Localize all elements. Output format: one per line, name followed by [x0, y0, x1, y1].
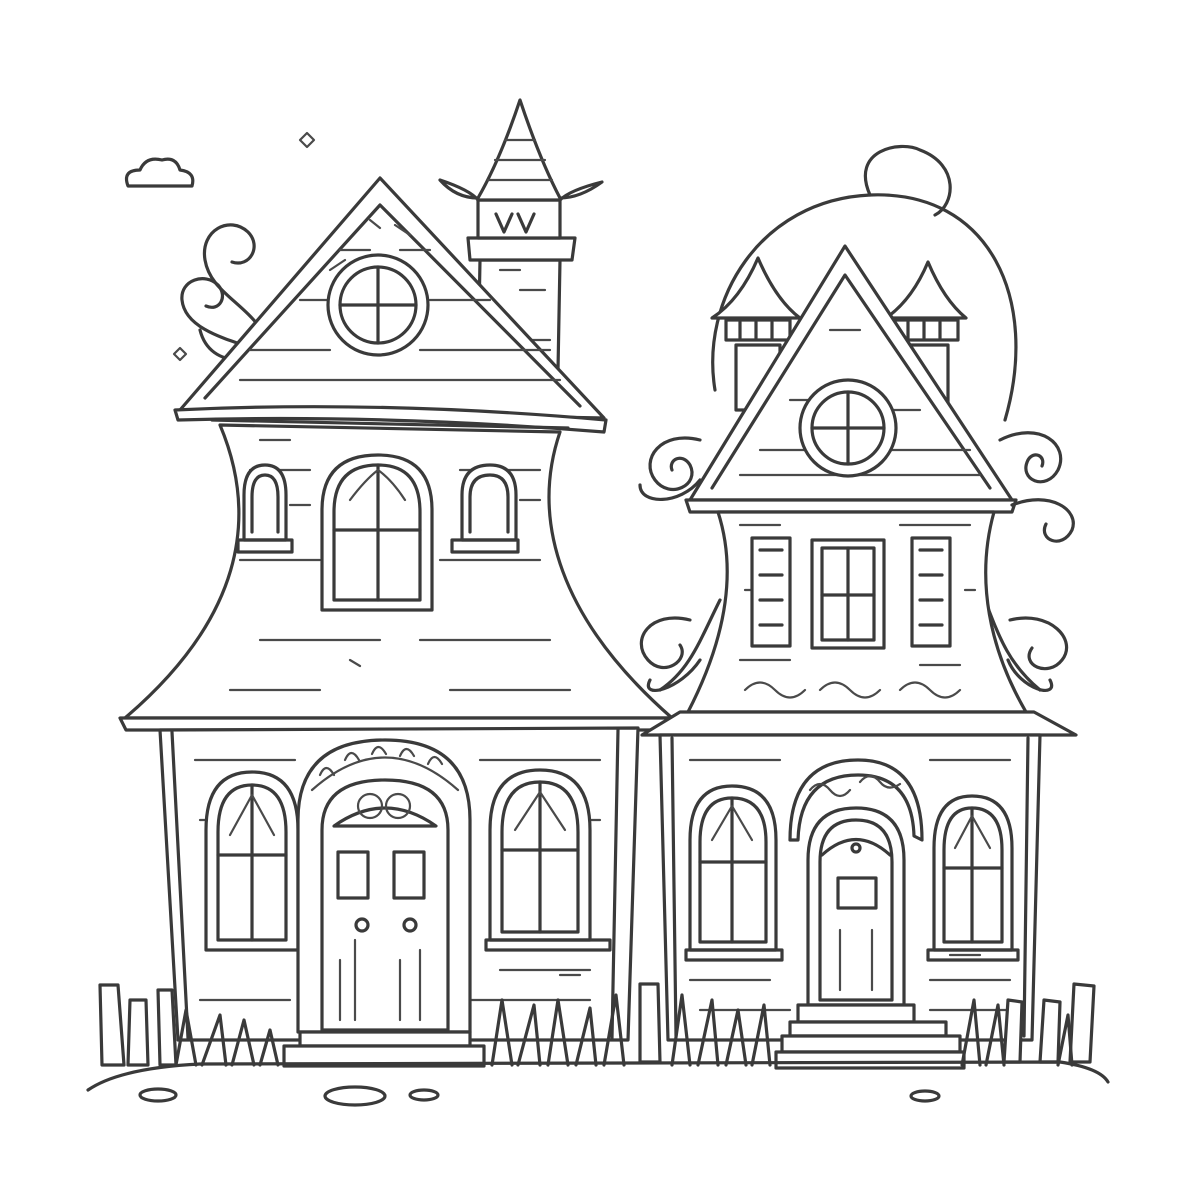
- upper-right-shutter-left: [750, 536, 792, 648]
- right-gable: [684, 244, 1018, 514]
- right-ground-floor: [658, 733, 1042, 1070]
- cloud-icon: [124, 157, 195, 188]
- ground-line: [86, 1060, 1110, 1107]
- picket-fence: [98, 982, 1096, 1067]
- front-steps-left: [282, 1030, 486, 1068]
- left-house: [118, 98, 678, 1068]
- ground-right-window-left: [684, 784, 784, 962]
- ground-right-window-right: [926, 794, 1020, 962]
- left-ground-floor: [158, 726, 640, 1068]
- round-attic-window: [326, 253, 430, 357]
- grass-tufts: [174, 993, 1074, 1067]
- moon-shape: [711, 144, 1018, 422]
- front-steps-right: [774, 1003, 966, 1070]
- upper-right-shutter-right: [910, 536, 952, 648]
- front-door-right: [788, 758, 924, 1007]
- swirl-ornaments: [638, 431, 1075, 692]
- left-chimney-tower: [438, 98, 604, 372]
- right-upper-floor: [640, 510, 1078, 737]
- left-upper-floor: [118, 418, 678, 732]
- sparkle-icon: [172, 131, 316, 362]
- upper-center-window: [320, 453, 434, 612]
- round-gable-window: [798, 378, 898, 478]
- front-door-left: [296, 738, 472, 1034]
- right-house: [638, 244, 1078, 1070]
- ground-left-window: [204, 770, 300, 952]
- upper-right-window-center: [810, 538, 886, 650]
- upper-left-window: [236, 463, 294, 554]
- upper-right-window: [450, 463, 520, 554]
- ground-right-window: [484, 768, 612, 952]
- left-gable: [173, 176, 608, 434]
